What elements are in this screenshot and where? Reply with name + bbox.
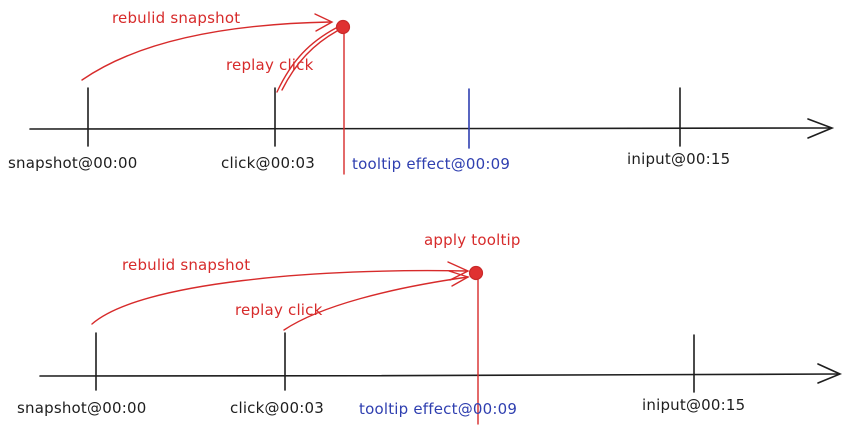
timeline-2-replay-arrowhead — [448, 270, 470, 287]
timeline-1-label-input: iniput@00:15 — [627, 150, 730, 168]
timeline-2-rebuild-label: rebulid snapshot — [122, 256, 250, 274]
timeline-1-rebuild-label: rebulid snapshot — [112, 9, 240, 27]
timeline-1-replay-arrow-2 — [281, 30, 338, 91]
timeline-1-replay-label: replay click — [226, 56, 314, 74]
timeline-1-axis — [29, 127, 831, 131]
timeline-1-replay-arrow — [276, 27, 337, 93]
timeline-1-rebuild-arrow — [81, 21, 331, 81]
timeline-2-rebuild-arrow — [91, 269, 467, 325]
timeline-2-event-dot — [468, 265, 484, 281]
timeline-1: rebulid snapshot replay click snapshot@0… — [8, 9, 835, 175]
timeline-1-event-dot — [335, 19, 351, 35]
timeline-2-axis — [39, 373, 839, 378]
timeline-2-replay-arrow — [283, 276, 469, 331]
timeline-1-label-click: click@00:03 — [221, 154, 315, 172]
timeline-1-label-tooltip: tooltip effect@00:09 — [352, 155, 510, 173]
timeline-2-replay-label: replay click — [235, 301, 323, 319]
timeline-1-label-snapshot: snapshot@00:00 — [8, 154, 137, 172]
timeline-2-rebuild-arrowhead — [447, 261, 470, 281]
timeline-2: apply tooltip rebulid snapshot replay cl… — [17, 231, 843, 425]
timeline-2-arrowhead — [817, 363, 843, 384]
timeline-2-label-tooltip: tooltip effect@00:09 — [359, 400, 517, 418]
timeline-1-arrowhead — [807, 118, 835, 139]
timeline-2-label-input: iniput@00:15 — [642, 396, 745, 414]
timeline-2-apply-label: apply tooltip — [424, 231, 521, 249]
timeline-2-label-snapshot: snapshot@00:00 — [17, 399, 146, 417]
timeline-1-rebuild-arrowhead — [314, 13, 334, 32]
timeline-2-label-click: click@00:03 — [230, 399, 324, 417]
